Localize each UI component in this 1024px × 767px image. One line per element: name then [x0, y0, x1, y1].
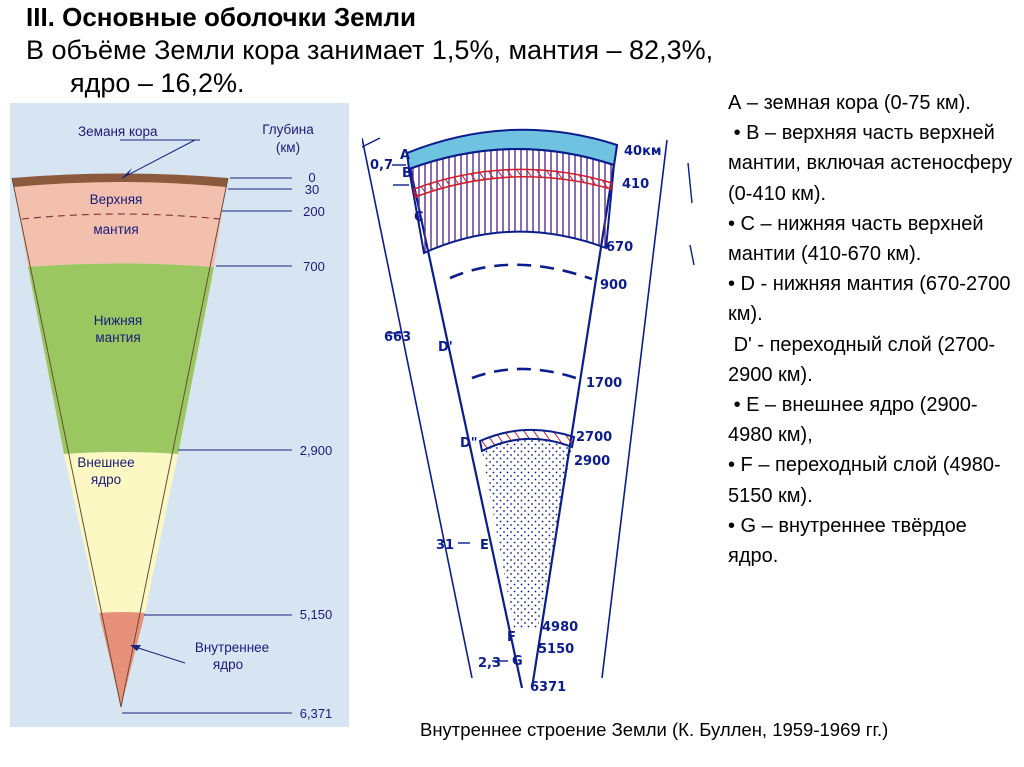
label-f: F — [507, 630, 516, 645]
label-b: B — [402, 166, 412, 181]
outer-core-label-2: ядро — [91, 472, 121, 487]
label-1700: 1700 — [586, 376, 622, 391]
legend-item: А – земная кора (0-75 км). — [728, 92, 971, 114]
page-title: III. Основные оболочки Земли — [26, 2, 416, 32]
depth-200: 200 — [303, 204, 325, 219]
label-2900: 2900 — [574, 454, 610, 469]
crust-layer — [12, 173, 228, 187]
label-4980: 4980 — [542, 620, 578, 635]
right-side-ticks — [687, 162, 693, 204]
subtitle-line-1: В объёме Земли кора занимает 1,5%, манти… — [26, 35, 714, 65]
label-5150: 5150 — [538, 642, 574, 657]
dashed-arc-1700 — [471, 367, 583, 382]
label-0-7: 0,7 — [370, 158, 393, 173]
depth-5150: 5,150 — [300, 607, 333, 622]
layer-legend: А – земная кора (0-75 км). • В – верхняя… — [728, 88, 1018, 571]
legend-item: • С – нижняя часть верхней мантии (410-6… — [728, 212, 990, 266]
page-subtitle: В объёме Земли кора занимает 1,5%, манти… — [26, 34, 926, 100]
legend-item: • F – переходный слой (4980-5150 км). — [728, 454, 1001, 507]
label-6371: 6371 — [530, 680, 566, 695]
label-670: 670 — [606, 240, 633, 255]
inner-core-arrow — [131, 645, 186, 664]
subtitle-line-2: ядро – 16,2%. — [70, 68, 245, 98]
label-a: A — [400, 148, 410, 163]
inner-core-layer — [99, 612, 145, 707]
legend-item: • В – верхняя часть верхней мантии, вклю… — [728, 122, 1018, 205]
inner-core-label-1: Внутреннее — [195, 640, 269, 655]
upper-mantle-layer — [14, 180, 226, 267]
left-arrow-guide — [362, 137, 381, 148]
lower-mantle-label-1: Нижняя — [94, 313, 142, 328]
earth-wedge-svg: Земаня кора Глубина (км) Верхняя мантия … — [11, 122, 333, 721]
depth-2900: 2,900 — [300, 443, 333, 458]
inner-core-label-2: ядро — [213, 657, 243, 672]
bullen-model-diagram: 0,7 A B C 663 D' D" 31 E F 2,3 G 40км 41… — [362, 128, 695, 695]
left-outer-guide — [362, 137, 473, 679]
legend-item: • G – внутреннее твёрдое ядро. — [728, 514, 973, 568]
dashed-arc-900 — [449, 263, 593, 281]
label-663: 663 — [384, 330, 411, 345]
label-e: E — [480, 538, 489, 553]
label-d-double-prime: D" — [460, 436, 478, 451]
upper-mantle-label-1: Верхняя — [90, 192, 143, 207]
earth-layers-diagram: Земаня кора Глубина (км) Верхняя мантия … — [10, 103, 349, 727]
dashed-boundary — [21, 213, 221, 220]
lower-mantle-layer — [28, 263, 214, 454]
lower-mantle-label-2: мантия — [95, 330, 140, 345]
red-band-410 — [413, 168, 613, 199]
label-d-prime: D' — [438, 340, 453, 355]
label-2-3: 2,3 — [478, 656, 501, 671]
label-g: G — [512, 654, 523, 669]
wedge-outline — [11, 177, 229, 708]
upper-mantle-hatch — [407, 147, 616, 255]
label-40km: 40км — [624, 144, 662, 159]
label-410: 410 — [622, 177, 649, 192]
depth-unit: (км) — [276, 140, 300, 155]
depth-6371: 6,371 — [300, 706, 333, 721]
right-outer-guide — [601, 139, 668, 679]
legend-item: • Е – внешнее ядро (2900-4980 км), — [728, 394, 978, 447]
figure-caption: Внутреннее строение Земли (К. Буллен, 19… — [420, 719, 889, 740]
legend-item: D' - переходный слой (2700-2900 км). — [728, 333, 996, 386]
crust-label: Земаня кора — [78, 124, 158, 139]
label-2700: 2700 — [576, 430, 612, 445]
outer-core-label-1: Внешнее — [77, 455, 134, 470]
depth-30: 30 — [305, 182, 319, 197]
legend-item: • D - нижняя мантия (670-2700 км). — [728, 273, 1017, 326]
depth-700: 700 — [303, 259, 325, 274]
upper-mantle-label-2: мантия — [93, 222, 138, 237]
label-900: 900 — [600, 278, 627, 293]
depth-header: Глубина — [262, 122, 314, 137]
outer-core-dots — [482, 438, 572, 628]
label-c: C — [414, 210, 424, 225]
label-31: 31 — [436, 538, 454, 553]
outer-core-layer — [64, 452, 178, 613]
depth-0: 0 — [308, 170, 315, 185]
